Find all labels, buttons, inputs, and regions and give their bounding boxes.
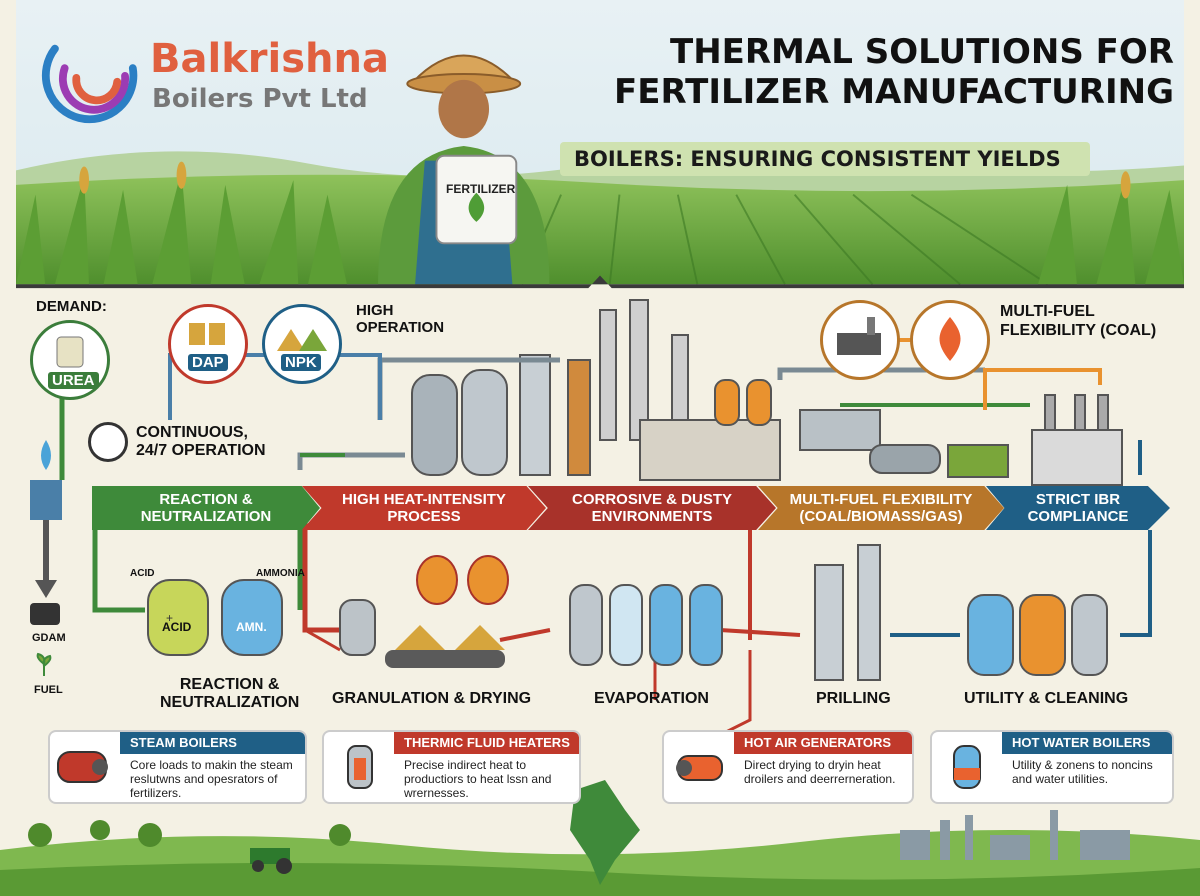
card-hot-air-generators: HOT AIR GENERATORS Direct drying to dryi… [662,730,914,804]
logo-subtitle: Boilers Pvt Ltd [152,84,368,114]
chevron-reaction-neutralization: REACTION & NEUTRALIZATION [92,486,320,530]
chevron-high-heat: HIGH HEAT-INTENSITY PROCESS [302,486,546,530]
npk-circle [262,304,342,384]
hot-water-boiler-icon [938,738,998,794]
step-utility-cleaning: UTILITY & CLEANING [964,690,1129,707]
clock-icon [88,422,128,462]
acid-source-label: ACID [130,568,155,579]
hot-air-generator-icon [670,742,730,792]
high-operation-label: HIGH OPERATION [356,302,445,336]
side-label-fuel: FUEL [34,684,63,696]
subtitle-banner-text: BOILERS: ENSURING CONSISTENT YIELDS [574,147,1061,171]
card-description: Core loads to makin the steam reslutwns … [130,758,293,800]
factory-icon [837,317,881,355]
plant-icon [34,652,54,676]
card-description: Direct drying to dryin heat droilers and… [744,758,896,786]
steam-boiler-icon [54,740,114,792]
flame-icon [939,317,961,361]
card-title: STEAM BOILERS [120,732,305,754]
svg-text:+: + [166,611,173,625]
chevron-ibr-compliance: STRICT IBR COMPLIANCE [986,486,1170,530]
card-title: HOT AIR GENERATORS [734,732,912,754]
acid-tank-label: ACID [162,620,192,634]
urea-label: UREA [48,372,99,389]
coal-factory-circle [820,300,900,380]
granule-piles-icon [277,329,327,351]
fertilizer-bag-label: FERTILIZER [446,182,516,196]
step-reaction-neutralization: REACTION & NEUTRALIZATION [160,676,300,711]
sacks-icon [189,323,225,345]
flame-circle [910,300,990,380]
process-diagram: + [0,296,1200,896]
npk-label: NPK [281,354,321,371]
coal-pile-icon [30,603,60,625]
chevron-multi-fuel: MULTI-FUEL FLEXIBILITY (COAL/BIOMASS/GAS… [758,486,1004,530]
demand-label: DEMAND: [36,298,107,315]
card-description: Precise indirect heat to productiors to … [404,758,552,800]
continuous-operation-label: CONTINUOUS, 24/7 OPERATION [136,424,266,459]
multi-fuel-label: MULTI-FUEL FLEXIBILITY (COAL) [1000,303,1157,339]
chevron-corrosive-dusty: CORROSIVE & DUSTY ENVIRONMENTS [528,486,776,530]
subtitle-banner: BOILERS: ENSURING CONSISTENT YIELDS [560,142,1090,176]
thermic-heater-icon [330,738,390,794]
card-steam-boilers: STEAM BOILERS Core loads to makin the st… [48,730,307,804]
step-evaporation: EVAPORATION [594,690,709,707]
logo-name: Balkrishna [150,36,389,82]
card-description: Utility & zonens to noncins and water ut… [1012,758,1153,786]
page-title-line2: FERTILIZER MANUFACTURING [614,72,1174,112]
card-title: HOT WATER BOILERS [1002,732,1172,754]
fertilizer-bag-icon [56,336,84,368]
dap-label: DAP [188,354,228,371]
ammonia-tank-label: AMN. [236,620,267,634]
step-granulation-drying: GRANULATION & DRYING [332,690,532,707]
card-thermic-fluid-heaters: THERMIC FLUID HEATERS Precise indirect h… [322,730,581,804]
side-label-gdam: GDAM [32,632,66,644]
card-title: THERMIC FLUID HEATERS [394,732,579,754]
step-prilling: PRILLING [816,690,891,707]
page-title-line1: THERMAL SOLUTIONS FOR [670,32,1174,72]
dap-circle [168,304,248,384]
ammonia-source-label: AMMONIA [256,568,305,579]
card-hot-water-boilers: HOT WATER BOILERS Utility & zonens to no… [930,730,1174,804]
